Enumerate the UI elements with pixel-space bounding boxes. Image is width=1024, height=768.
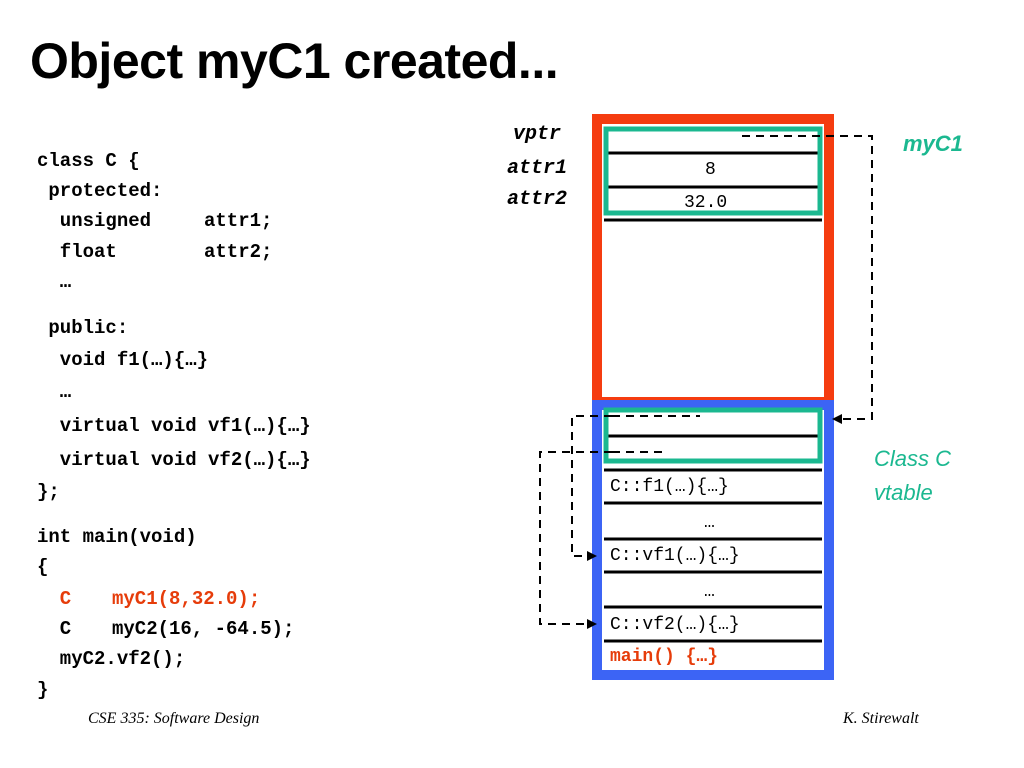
- object-highlight-box: [603, 126, 823, 216]
- code-line: unsigned: [37, 210, 152, 232]
- code-line: class C {: [37, 150, 140, 172]
- vtable-label-line2: vtable: [874, 480, 933, 505]
- footer-course: CSE 335: Software Design: [88, 710, 260, 727]
- vtable-label-line1: Class C: [874, 446, 952, 471]
- code-line: …: [37, 271, 72, 293]
- slot2-pointer-arrow: [539, 451, 612, 625]
- object-field-separators: [604, 151, 822, 222]
- vtable-cell: C::vf2(…){…}: [610, 615, 740, 635]
- vtable-cell: C::f1(…){…}: [610, 477, 729, 497]
- attr2-value: 32.0: [684, 193, 728, 213]
- code-line: public:: [37, 317, 129, 339]
- vtable-box: [592, 400, 834, 680]
- code-line-highlight: myC1(8,32.0);: [112, 588, 261, 610]
- vtable-cell: …: [704, 582, 715, 602]
- attr1-value: 8: [705, 160, 716, 180]
- code-line: myC2.vf2();: [37, 648, 186, 670]
- vtable-highlight-box: [603, 407, 823, 464]
- code-line: virtual void vf1(…){…}: [37, 415, 311, 437]
- vtable-row-separators: [604, 434, 822, 643]
- code-line: }: [37, 679, 49, 701]
- attr1-label: attr1: [507, 157, 568, 180]
- slide-title: Object myC1 created...: [30, 33, 559, 89]
- object-name-label: myC1: [903, 131, 963, 156]
- slot1-arrowhead-icon: [587, 551, 597, 561]
- vptr-label: vptr: [513, 123, 562, 146]
- code-line: attr2;: [204, 241, 273, 263]
- attr2-label: attr2: [507, 188, 568, 211]
- slot2-arrowhead-icon: [587, 619, 597, 629]
- vtable-cell: …: [704, 513, 715, 533]
- code-line: {: [37, 556, 49, 578]
- vtable-main-cell: main() {…}: [610, 647, 719, 667]
- code-line: void f1(…){…}: [37, 349, 209, 371]
- code-line: protected:: [37, 180, 163, 202]
- code-line: attr1;: [204, 210, 273, 232]
- code-line-highlight: C: [37, 588, 72, 610]
- code-line: int main(void): [37, 526, 197, 548]
- vtable-cell: C::vf1(…){…}: [610, 546, 740, 566]
- vptr-pointer-arrow: [742, 135, 873, 420]
- code-line: C: [37, 618, 72, 640]
- slot1-pointer-arrow: [571, 415, 612, 557]
- code-line: myC2(16, -64.5);: [112, 618, 295, 640]
- code-line: …: [37, 381, 72, 403]
- code-line: };: [37, 481, 60, 503]
- footer-author: K. Stirewalt: [843, 710, 919, 727]
- code-line: virtual void vf2(…){…}: [37, 449, 311, 471]
- vptr-arrowhead-icon: [832, 414, 842, 424]
- code-line: float: [37, 241, 117, 263]
